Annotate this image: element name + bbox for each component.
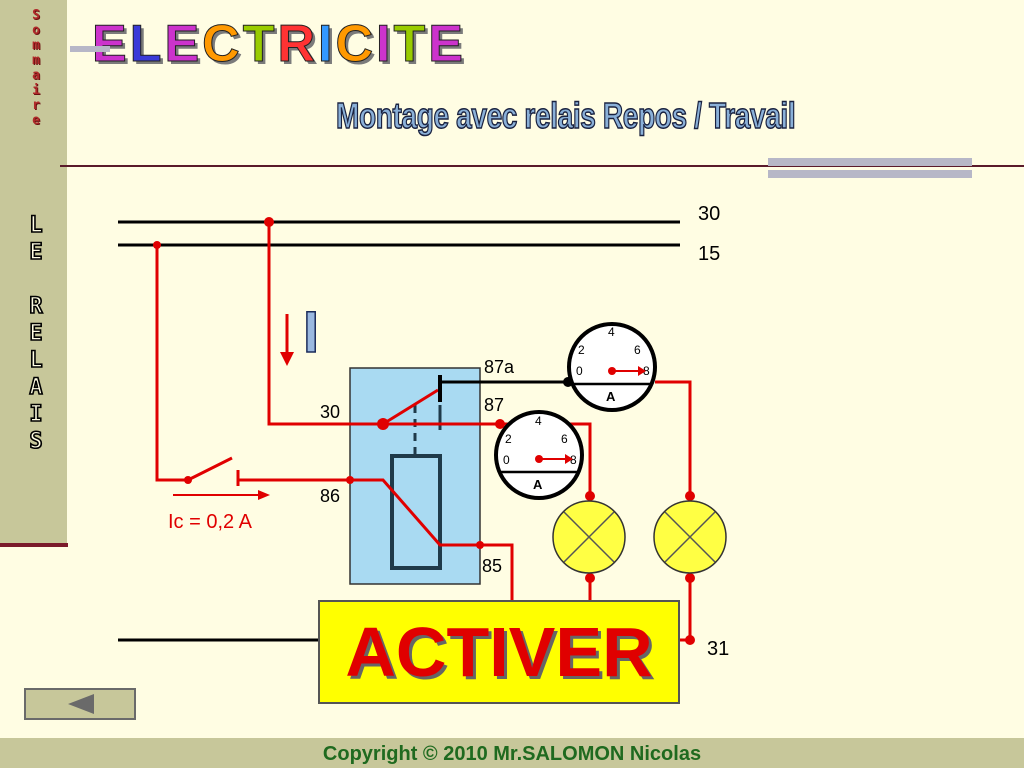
activate-button[interactable]: ACTIVER [318,600,680,704]
side-title: L E R E L A I S [29,212,44,455]
wire-lamp-bottom-2 [680,578,692,642]
svg-text:0: 0 [576,364,583,378]
label-relay-87a: 87a [484,357,515,377]
svg-text:6: 6 [561,432,568,446]
lamp-1 [552,500,626,574]
node-85 [476,541,484,549]
ammeter-2: 4 2 6 0 8 A [494,410,584,500]
ammeter-1: 4 2 6 0 8 A [567,322,657,412]
header-deco-bar [768,170,972,178]
sommaire-link[interactable]: S o m m a i r e [32,8,40,128]
page-subtitle: Montage avec relais Repos / Travail [335,94,796,137]
label-relay-87: 87 [484,395,504,415]
wire-15-to-switch [155,245,188,482]
node-87 [495,419,505,429]
wire-86 [350,478,514,600]
label-relay-30: 30 [320,402,340,422]
node-30 [264,217,274,227]
label-bus-30: 30 [698,203,720,225]
header-rule [60,165,1024,167]
sidebar [0,0,67,545]
wire-30-to-relay [267,222,383,426]
svg-text:4: 4 [535,414,542,428]
wire-87-to-lamp [383,422,592,496]
switch-lever [187,456,233,482]
relay-switch-arm [382,388,439,426]
page-title: ELECTRICITE [92,15,466,74]
svg-text:A: A [606,389,616,404]
node-relay-30 [377,418,389,430]
header-deco-bar [768,158,972,166]
arrow-left-icon [68,694,94,714]
svg-text:4: 4 [608,325,615,339]
node-86 [346,476,354,484]
node-15 [153,241,161,249]
svg-text:0: 0 [503,453,510,467]
svg-text:8: 8 [570,453,577,467]
label-bus-31: 31 [707,638,729,660]
svg-text:8: 8 [643,364,650,378]
lamp-2 [653,500,727,574]
label-relay-86: 86 [320,486,340,506]
current-symbol: I [303,300,319,365]
back-button[interactable] [24,688,136,720]
svg-text:6: 6 [634,343,641,357]
title-deco-bar [70,46,110,52]
relay-coil [390,454,442,570]
svg-text:2: 2 [505,432,512,446]
wire-87a-to-lamp [655,380,692,496]
sidebar-divider [0,543,68,547]
control-current-label: Ic = 0,2 A [168,511,253,533]
node-31 [685,635,695,645]
copyright-text: Copyright © 2010 Mr.SALOMON Nicolas [322,743,702,765]
svg-text:A: A [533,477,543,492]
node-switch [184,476,192,484]
relay-box [349,367,481,585]
svg-text:2: 2 [578,343,585,357]
label-bus-15: 15 [698,243,720,265]
footer-bar [0,738,1024,768]
label-relay-85: 85 [482,556,502,576]
